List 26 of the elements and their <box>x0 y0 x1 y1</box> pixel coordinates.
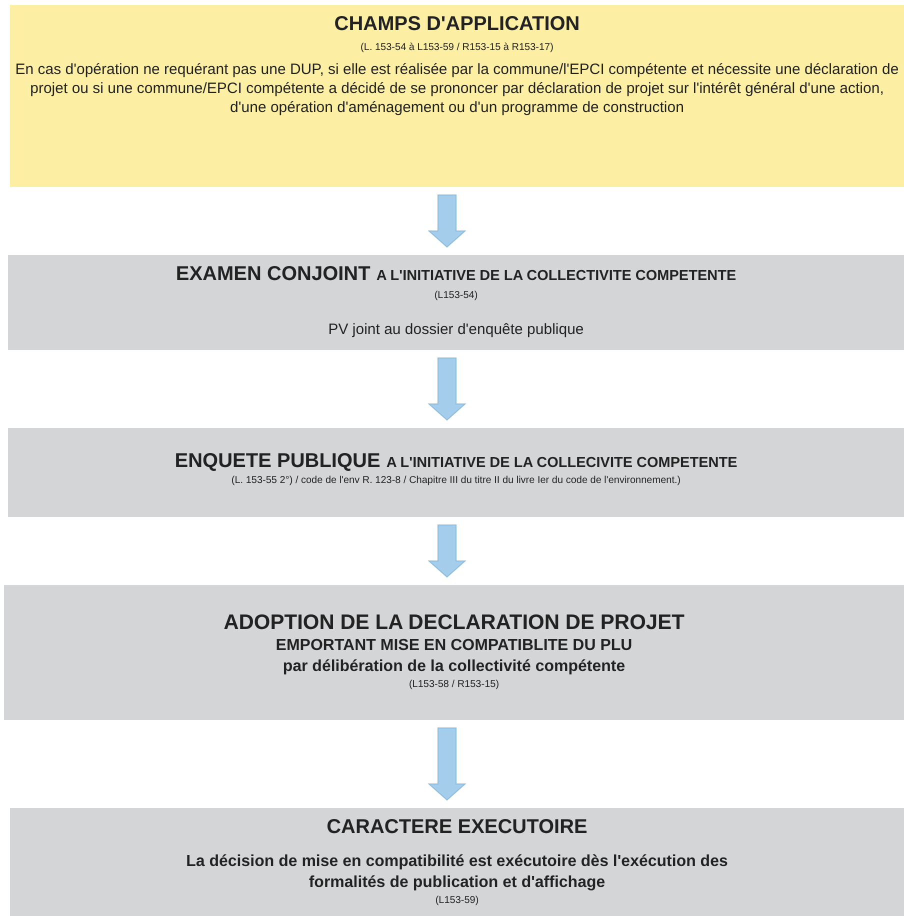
box-subheading: A L'INITIATIVE DE LA COLLECIVITE COMPETENTE <box>386 454 738 473</box>
description-text: La décision de mise en compatibilité est exécutoire dès l'exécution des formalités de publication et d'affichage <box>185 852 729 893</box>
box-heading: CARACTERE EXECUTOIRE <box>326 815 588 840</box>
step-box <box>10 808 904 916</box>
description-text: En cas d'opération ne requérant pas une DUP, si elle est réalisée par la commune/l'EPCI compétente et nécessite une déclaration de projet ou si une commune/EPCI compétente a décidé de se prononcer par déclaration de projet sur l'intérêt général d'une action, d'une opération d'aménagement ou d'un programme de construction <box>14 60 900 118</box>
box-heading: EXAMEN CONJOINT <box>176 262 370 287</box>
description-text: par délibération de la collectivité compétente <box>282 657 626 678</box>
down-arrow <box>428 728 466 801</box>
step-box <box>4 585 904 720</box>
scope-box <box>10 5 904 187</box>
box-heading: ADOPTION DE LA DECLARATION DE PROJET <box>224 610 684 636</box>
down-arrow <box>428 358 466 421</box>
description-text: EMPORTANT MISE EN COMPATIBLITE DU PLU <box>276 636 632 656</box>
legal-reference: (L153-58 / R153-15) <box>408 678 500 691</box>
step-box <box>8 255 904 350</box>
down-arrow <box>428 194 466 248</box>
legal-reference: (L153-59) <box>435 894 479 907</box>
box-subheading: A L'INITIATIVE DE LA COLLECTIVITE COMPETENTE <box>376 267 736 286</box>
down-arrow <box>428 524 466 578</box>
description-text: PV joint au dossier d'enquête publique <box>328 320 584 340</box>
legal-reference: (L. 153-54 à L153-59 / R153-15 à R153-17) <box>360 41 554 54</box>
legal-reference: (L. 153-55 2°) / code de l'env R. 123-8 / Chapitre III du titre II du livre Ier du code de l'environnement.) <box>231 474 681 487</box>
legal-reference: (L153-54) <box>434 289 478 302</box>
box-heading: ENQUETE PUBLIQUE <box>174 449 380 474</box>
step-box <box>8 428 904 517</box>
box-heading: CHAMPS D'APPLICATION <box>334 12 580 37</box>
